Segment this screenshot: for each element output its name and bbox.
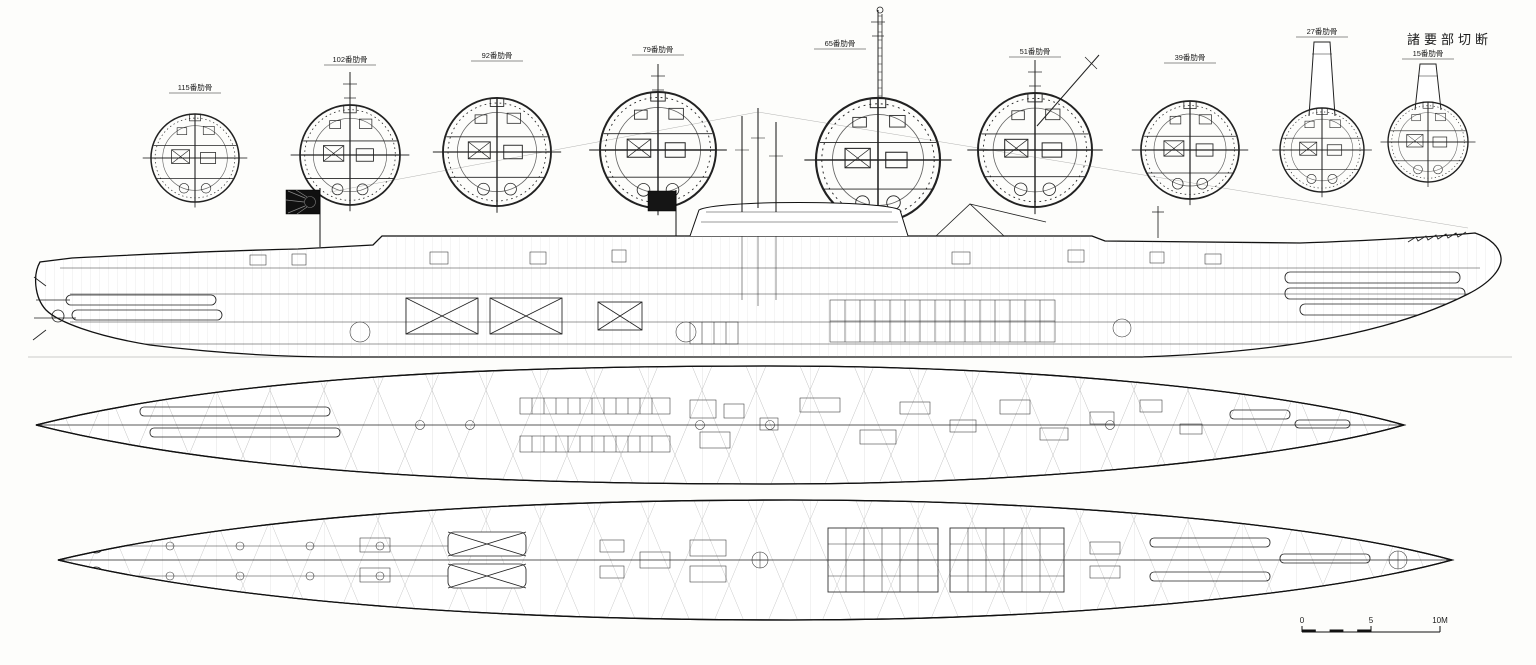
cross-sections-row: 115番肋骨 102番肋骨 92番肋骨 79番肋骨 65番肋骨 51番肋骨 39番肋骨 27番…	[141, 6, 1477, 231]
cross-section-4: 79番肋骨	[588, 44, 728, 217]
section-label-5: 65番肋骨	[825, 38, 856, 48]
propeller-shafts	[100, 537, 448, 583]
engine-beds	[519, 397, 671, 453]
deck-hatches	[415, 420, 1115, 430]
section-label-9: 15番肋骨	[1413, 48, 1444, 58]
section-label-6: 51番肋骨	[1020, 46, 1051, 56]
derrick	[935, 203, 1047, 237]
cross-section-2: 102番肋骨	[289, 54, 411, 213]
section-label-3: 92番肋骨	[482, 50, 513, 60]
signal-flag	[647, 190, 677, 236]
battery-grid	[827, 527, 1065, 593]
net-cutter	[1407, 231, 1467, 243]
aft-mast	[1152, 206, 1164, 238]
tanks	[349, 318, 1132, 343]
naval-ensign-flag	[285, 188, 321, 247]
frame-hatching	[35, 233, 1502, 357]
auxiliary-machinery	[599, 539, 1121, 583]
deck-structures	[689, 397, 1203, 449]
drawing-title: 諸要部切断	[1407, 32, 1492, 47]
main-engines-plan	[447, 531, 527, 589]
cross-section-1: 115番肋骨	[141, 82, 249, 209]
scale-bar: 0 5 10M	[1300, 616, 1448, 633]
plan-view-lower	[57, 499, 1453, 621]
section-label-4: 79番肋骨	[643, 44, 674, 54]
cross-section-9: 15番肋骨	[1379, 48, 1477, 188]
cross-section-7: 39番肋骨	[1130, 52, 1250, 206]
bow-torpedo-tubes	[1284, 271, 1469, 316]
section-label-1: 115番肋骨	[178, 82, 212, 92]
periscope-wells	[741, 236, 777, 306]
bow-tube-plan	[1229, 409, 1351, 429]
periscope-masts	[735, 108, 783, 212]
scale-ten-label: 10M	[1432, 616, 1448, 625]
section-label-7: 39番肋骨	[1175, 52, 1206, 62]
antenna-wires	[329, 111, 1469, 229]
scale-five-label: 5	[1369, 616, 1374, 625]
stern-planes	[32, 276, 76, 341]
cross-section-8: 27番肋骨	[1271, 26, 1373, 198]
conning-tower	[689, 202, 909, 237]
section-label-2: 102番肋骨	[332, 54, 367, 64]
spare-torpedoes	[139, 406, 341, 438]
scale-zero-label: 0	[1300, 616, 1305, 625]
engine-room	[405, 297, 643, 335]
deck-lines	[60, 267, 1488, 345]
profile-view	[28, 108, 1512, 358]
cross-section-3: 92番肋骨	[431, 50, 563, 214]
pump-room	[689, 321, 739, 345]
deck-fittings	[249, 249, 1222, 266]
bow-tubes-hold	[1149, 537, 1371, 582]
section-label-8: 27番肋骨	[1307, 26, 1338, 36]
plan-view-upper	[35, 365, 1405, 485]
battery-compartment	[829, 299, 1056, 343]
cross-section-6: 51番肋骨	[966, 46, 1104, 216]
cross-section-5: 65番肋骨	[803, 6, 953, 231]
